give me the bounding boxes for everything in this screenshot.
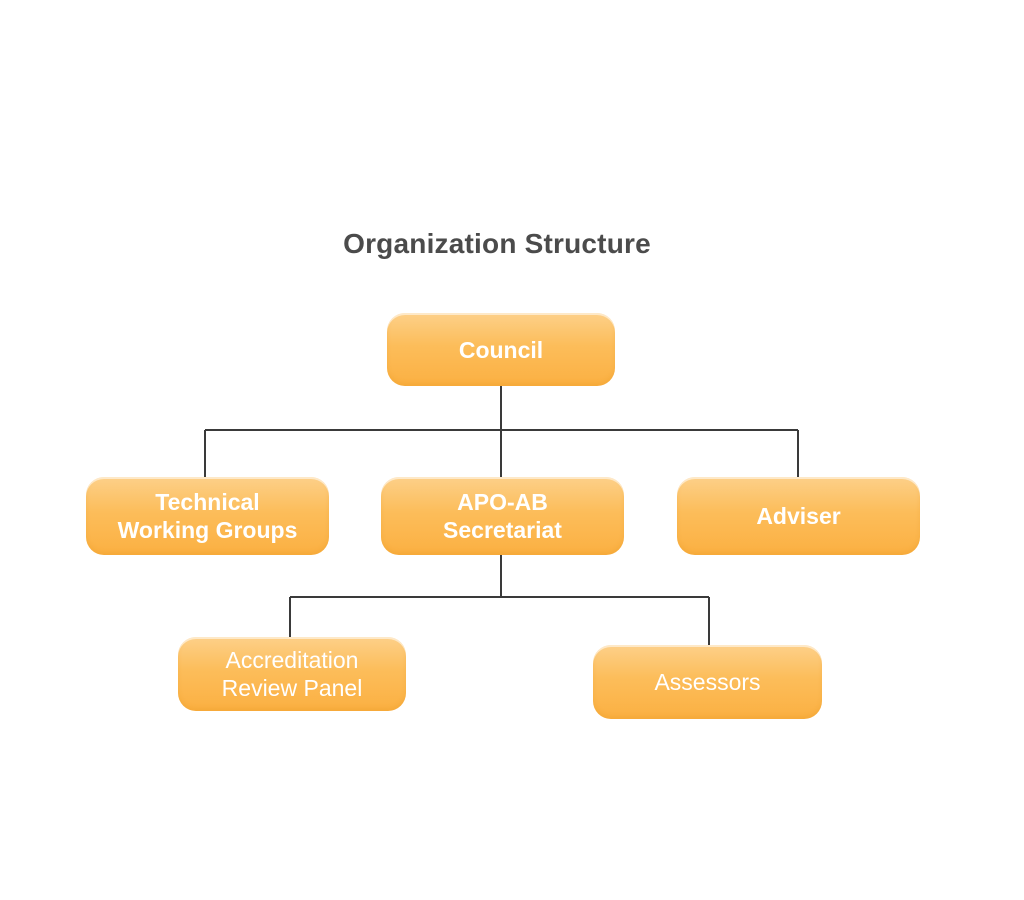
- node-apo-ab-secretariat: APO-AB Secretariat: [381, 477, 624, 555]
- node-council: Council: [387, 313, 615, 386]
- diagram-title: Organization Structure: [343, 228, 651, 259]
- node-adviser: Adviser: [677, 477, 920, 555]
- node-technical-working-groups: Technical Working Groups: [86, 477, 329, 555]
- node-assessors: Assessors: [593, 645, 822, 719]
- node-accreditation-review-panel: Accreditation Review Panel: [178, 637, 406, 711]
